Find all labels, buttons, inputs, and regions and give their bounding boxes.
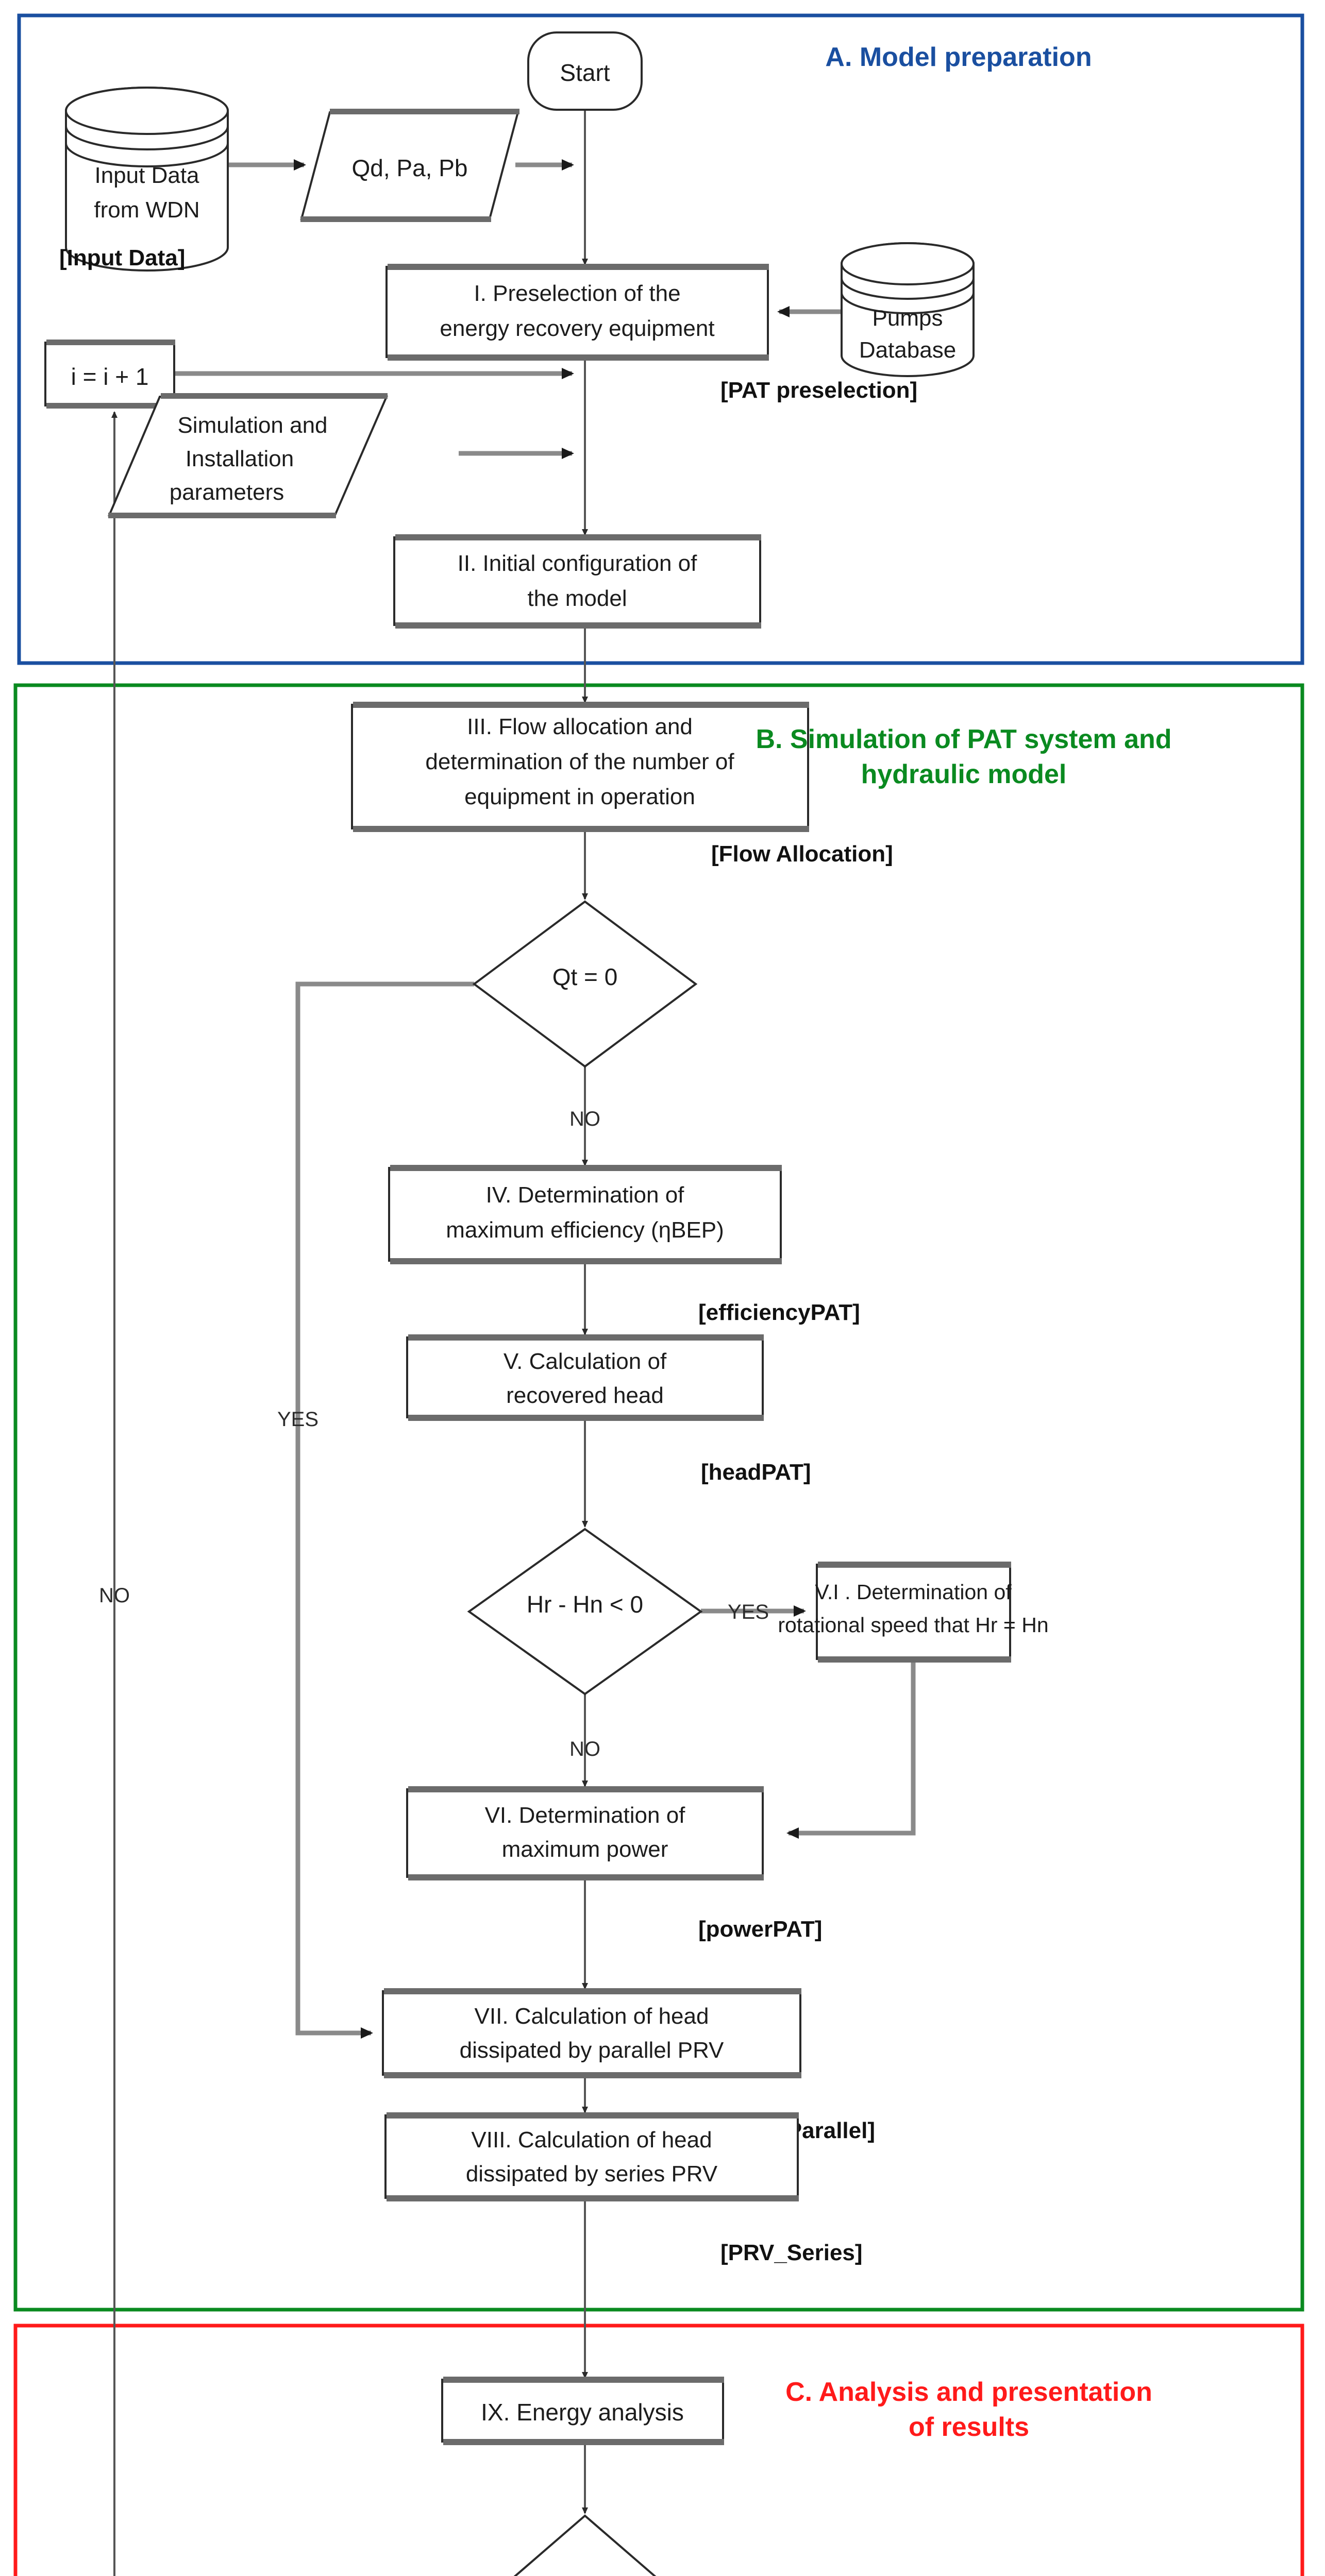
node-box-vi-line1: VI. Determination of — [485, 1803, 686, 1828]
tag-pat-preselection: [PAT preselection] — [720, 378, 917, 403]
node-box-viii-line2: dissipated by series PRV — [466, 2161, 718, 2187]
edge-label-yes-hr: YES — [728, 1601, 769, 1623]
node-box-iii-flow-allocation[interactable]: III. Flow allocation and determination o… — [351, 702, 809, 832]
section-title-c-line2: of results — [909, 2412, 1029, 2442]
node-box-vii-parallel-prv[interactable]: VII. Calculation of head dissipated by p… — [382, 1988, 801, 2078]
node-box-viii-line1: VIII. Calculation of head — [471, 2127, 712, 2153]
section-title-a: A. Model preparation — [825, 42, 1092, 72]
node-qd-pa-pb-label: Qd, Pa, Pb — [351, 155, 467, 181]
node-box-ii-line2: the model — [527, 586, 627, 611]
node-start[interactable]: Start — [527, 31, 643, 111]
node-box-i-line2: energy recovery equipment — [440, 316, 714, 341]
decision-qt-label: Qt = 0 — [552, 963, 618, 990]
edge-label-no-outer-loop: NO — [99, 1584, 130, 1607]
node-box-vi-line2: maximum power — [502, 1837, 668, 1862]
node-iteration-increment[interactable]: i = i + 1 — [44, 340, 175, 409]
node-box-vi1-line1: V.I . Determination of — [815, 1580, 1012, 1604]
loop-line-yes — [295, 981, 474, 2039]
node-box-vi-maximum-power[interactable]: VI. Determination of maximum power — [406, 1786, 764, 1880]
node-box-vii-line2: dissipated by parallel PRV — [460, 2038, 724, 2063]
node-pumps-database-line2: Database — [859, 337, 956, 363]
node-input-database-line1: Input Data — [94, 163, 199, 188]
tag-prv-series: [PRV_Series] — [720, 2240, 863, 2265]
node-input-database-line2: from WDN — [94, 197, 199, 223]
tag-efficiency-pat: [efficiencyPAT] — [698, 1300, 860, 1325]
node-box-i-preselection[interactable]: I. Preselection of the energy recovery e… — [385, 264, 769, 361]
tag-flow-allocation: [Flow Allocation] — [711, 841, 893, 867]
node-box-iv-line2: maximum efficiency (ηBEP) — [446, 1217, 724, 1243]
node-box-ii-line1: II. Initial configuration of — [458, 551, 697, 576]
node-box-vi1-line2: rotational speed that Hr = Hn — [778, 1613, 1048, 1637]
node-box-iii-line2: determination of the number of — [425, 749, 734, 774]
decision-i-equals-j[interactable]: i = j — [490, 2514, 680, 2576]
node-simparams-line2: Installation — [186, 446, 294, 471]
node-start-label: Start — [560, 59, 610, 86]
decision-qt-equals-zero[interactable]: Qt = 0 — [472, 900, 698, 1068]
edge-label-no-hr: NO — [569, 1738, 600, 1760]
node-pumps-database-line1: Pumps — [873, 306, 943, 331]
node-box-ii-initial-config[interactable]: II. Initial configuration of the model — [393, 534, 761, 629]
node-box-v-recovered-head[interactable]: V. Calculation of recovered head — [406, 1334, 764, 1421]
section-title-b-line2: hydraulic model — [861, 759, 1067, 789]
node-box-ix-label: IX. Energy analysis — [481, 2399, 684, 2426]
node-qd-pa-pb[interactable]: Qd, Pa, Pb — [300, 109, 519, 222]
node-simulation-parameters[interactable]: Simulation and Installation parameters — [107, 393, 389, 518]
node-box-vi1-rotational-speed[interactable]: V.I . Determination of rotational speed … — [778, 1562, 1049, 1663]
tag-input-data: [Input Data] — [59, 245, 185, 270]
edge-label-yes-outer-loop: YES — [277, 1408, 318, 1431]
section-frame-b — [13, 683, 1304, 2312]
node-box-iv-efficiency[interactable]: IV. Determination of maximum efficiency … — [388, 1165, 782, 1264]
section-frame-c — [13, 2324, 1304, 2576]
node-input-database[interactable]: Input Data from WDN — [65, 87, 229, 272]
node-simparams-line3: parameters — [170, 480, 284, 505]
loop-line-no — [111, 411, 118, 2576]
node-box-vii-line1: VII. Calculation of head — [475, 2004, 709, 2029]
node-box-viii-series-prv[interactable]: VIII. Calculation of head dissipated by … — [384, 2112, 799, 2201]
node-box-iii-line3: equipment in operation — [464, 784, 695, 809]
node-box-iv-line1: IV. Determination of — [486, 1182, 685, 1208]
decision-hr-label: Hr - Hn < 0 — [527, 1591, 643, 1618]
loop-line-vi1-to-vi — [786, 1658, 916, 1839]
section-title-c-line1: C. Analysis and presentation — [785, 2377, 1152, 2407]
node-pumps-database[interactable]: Pumps Database — [841, 242, 975, 377]
decision-hr-minus-hn[interactable]: Hr - Hn < 0 — [467, 1528, 703, 1696]
node-iteration-label: i = i + 1 — [71, 363, 149, 390]
tag-head-pat: [headPAT] — [701, 1460, 811, 1485]
node-box-ix-energy-analysis[interactable]: IX. Energy analysis — [441, 2377, 724, 2445]
node-box-iii-line1: III. Flow allocation and — [467, 714, 693, 739]
node-simparams-line1: Simulation and — [177, 413, 327, 438]
node-box-v-line1: V. Calculation of — [504, 1349, 667, 1374]
section-title-b-line1: B. Simulation of PAT system and — [756, 724, 1171, 754]
node-box-i-line1: I. Preselection of the — [474, 281, 680, 306]
node-box-v-line2: recovered head — [506, 1383, 664, 1408]
tag-power-pat: [powerPAT] — [698, 1917, 822, 1942]
section-frame-a — [17, 13, 1304, 665]
edge-label-no-qt: NO — [569, 1108, 600, 1130]
